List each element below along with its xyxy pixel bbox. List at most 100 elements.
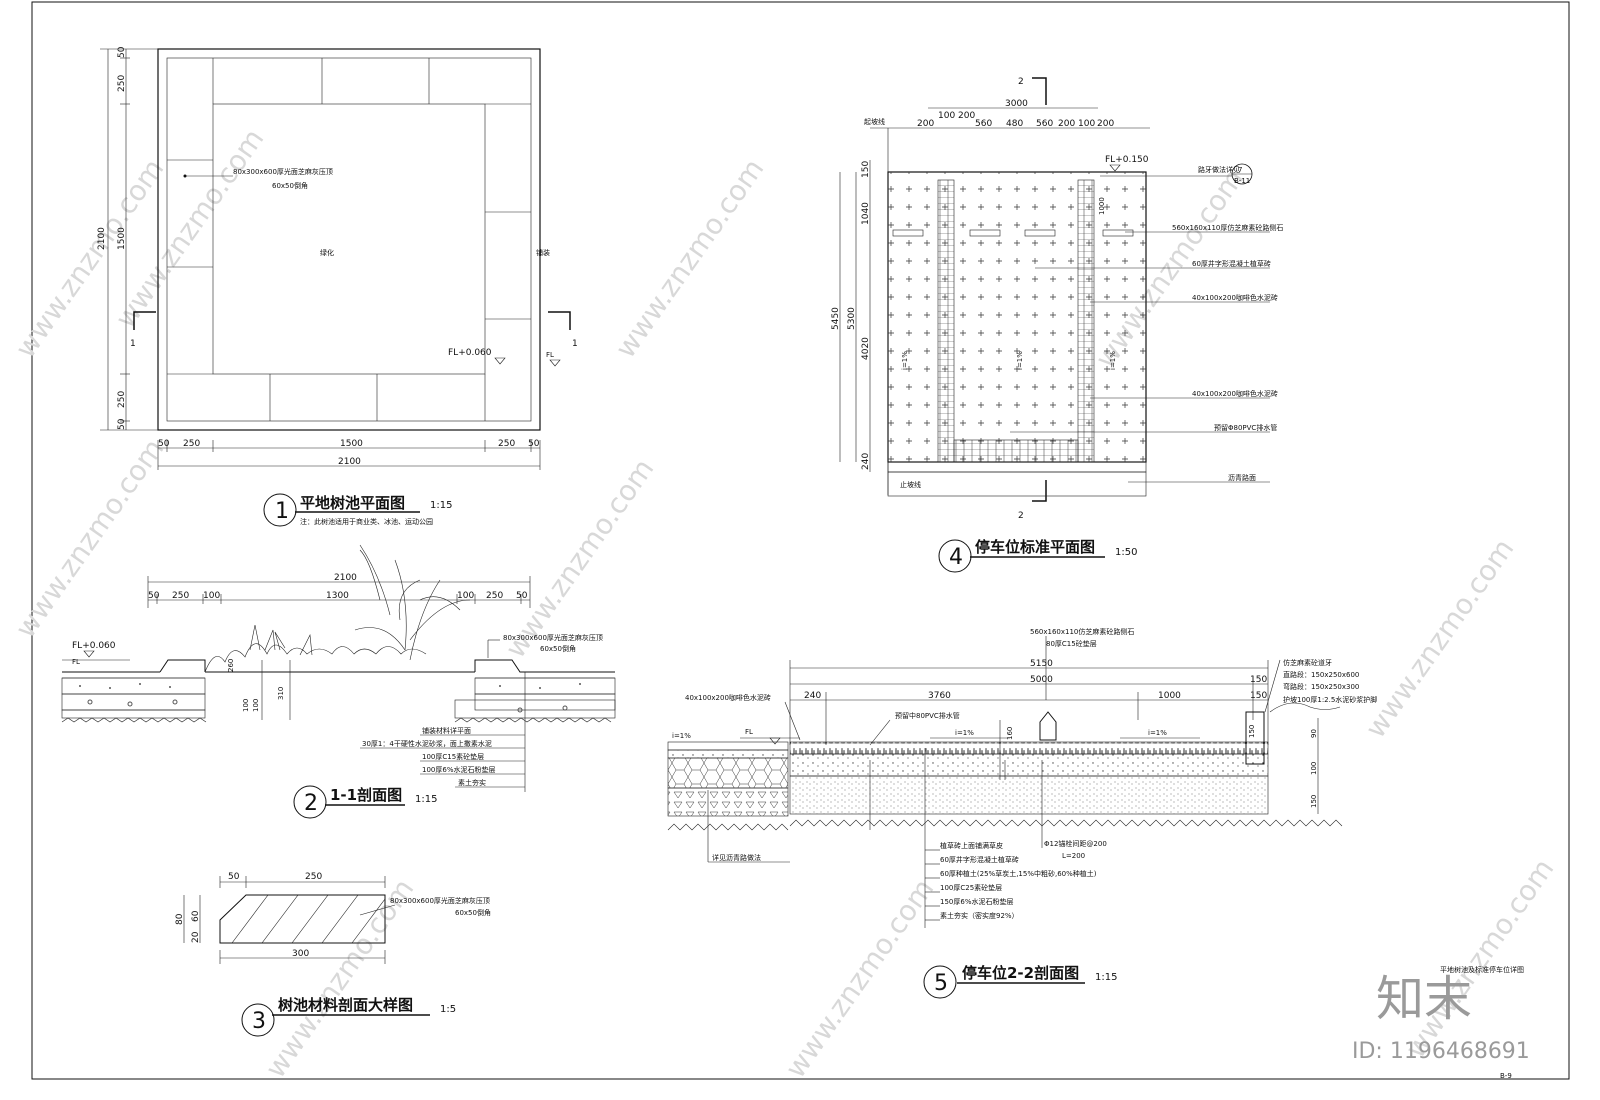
svg-text:200: 200 [1058, 119, 1075, 129]
svg-text:60厚井字形混凝土植草砖: 60厚井字形混凝土植草砖 [940, 855, 1019, 864]
svg-text:100: 100 [457, 591, 474, 601]
d1-callout-a: 80x300x600厚光面芝麻灰压顶 [233, 167, 333, 176]
svg-text:素土夯实（密实度92%）: 素土夯实（密实度92%） [940, 911, 1019, 920]
svg-text:www.znzmo.com: www.znzmo.com [609, 153, 771, 364]
svg-text:100: 100 [252, 699, 260, 712]
svg-text:预留Φ80PVC排水管: 预留Φ80PVC排水管 [1214, 423, 1277, 432]
svg-text:1300: 1300 [326, 591, 349, 601]
d1-side-label: 铺装 [536, 248, 550, 257]
svg-text:310: 310 [277, 687, 285, 700]
svg-text:150: 150 [1248, 725, 1256, 738]
d5-number: 5 [934, 971, 948, 996]
d1-level: FL+0.060 [448, 348, 492, 358]
svg-text:200: 200 [917, 119, 934, 129]
svg-text:1040: 1040 [861, 202, 871, 225]
drawing-5-section-2-2: 560x160x110仿芝麻素砼路侧石 80厚C15砼垫层 5150 5000 … [667, 627, 1377, 999]
svg-text:1500: 1500 [117, 227, 127, 250]
svg-text:100: 100 [203, 591, 220, 601]
svg-text:250: 250 [498, 439, 515, 449]
d2-scale: 1:15 [415, 794, 437, 805]
svg-text:1500: 1500 [340, 439, 363, 449]
d1-callout-b: 60x50倒角 [272, 181, 308, 190]
svg-text:i=1%: i=1% [901, 351, 909, 370]
svg-text:160: 160 [1006, 727, 1014, 740]
svg-text:i=1%: i=1% [1109, 351, 1117, 370]
svg-text:90: 90 [1310, 729, 1318, 738]
d1-scale: 1:15 [430, 500, 452, 511]
svg-text:100厚C25素砼垫层: 100厚C25素砼垫层 [940, 883, 1002, 892]
svg-text:i=1%: i=1% [672, 732, 691, 740]
svg-text:60厚井字形混凝土植草砖: 60厚井字形混凝土植草砖 [1192, 259, 1271, 268]
svg-text:护坡100厚1:2.5水泥砂浆护脚: 护坡100厚1:2.5水泥砂浆护脚 [1283, 695, 1377, 704]
svg-text:i=1%: i=1% [1016, 351, 1024, 370]
svg-text:20: 20 [191, 931, 201, 943]
svg-text:5450: 5450 [831, 307, 841, 330]
svg-text:www.znzmo.com: www.znzmo.com [779, 873, 941, 1084]
svg-text:3760: 3760 [928, 691, 951, 701]
d3-number: 3 [252, 1009, 266, 1034]
svg-text:1000: 1000 [1158, 691, 1181, 701]
svg-text:150: 150 [861, 161, 871, 178]
svg-text:1000: 1000 [1098, 197, 1106, 215]
svg-text:沥青路面: 沥青路面 [1228, 473, 1256, 482]
d4-level: FL+0.150 [1105, 155, 1149, 165]
svg-text:100厚C15素砼垫层: 100厚C15素砼垫层 [422, 752, 484, 761]
svg-text:80x300x600厚光面芝麻灰压顶: 80x300x600厚光面芝麻灰压顶 [503, 633, 603, 642]
sheet-border [31, 1, 1570, 1080]
svg-text:80: 80 [175, 913, 185, 925]
svg-text:560x160x110厚仿芝麻素砼路侧石: 560x160x110厚仿芝麻素砼路侧石 [1172, 223, 1283, 232]
svg-text:4020: 4020 [861, 337, 871, 360]
svg-text:5000: 5000 [1030, 675, 1053, 685]
svg-text:7: 7 [1238, 166, 1242, 174]
svg-text:50: 50 [228, 872, 240, 882]
d4-start-label: 起坡线 [864, 117, 885, 126]
svg-text:150: 150 [1250, 691, 1267, 701]
svg-text:240: 240 [804, 691, 821, 701]
d2-level: FL+0.060 [72, 641, 116, 651]
svg-text:50: 50 [148, 591, 160, 601]
svg-text:40x100x200咖啡色水泥砖: 40x100x200咖啡色水泥砖 [1192, 389, 1278, 398]
svg-text:Φ12锚栓间距@200: Φ12锚栓间距@200 [1044, 839, 1107, 848]
d2-number: 2 [304, 791, 318, 816]
svg-text:560x160x110仿芝麻素砼路侧石: 560x160x110仿芝麻素砼路侧石 [1030, 627, 1134, 636]
d2-title: 1-1剖面图 [330, 786, 402, 804]
svg-text:100: 100 [242, 699, 250, 712]
svg-text:www.znzmo.com: www.znzmo.com [1359, 533, 1521, 744]
svg-text:FL: FL [546, 351, 554, 359]
svg-text:60厚种植土(25%草炭土,15%中粗砂,60%种植土): 60厚种植土(25%草炭土,15%中粗砂,60%种植土) [940, 869, 1097, 878]
sheet-number: B-9 [1500, 1072, 1512, 1080]
svg-text:480: 480 [1006, 119, 1023, 129]
svg-text:素土夯实: 素土夯实 [458, 778, 486, 787]
svg-text:铺装材料详平面: 铺装材料详平面 [422, 726, 471, 735]
svg-text:www.znzmo.com: www.znzmo.com [1399, 853, 1561, 1064]
svg-text:80x300x600厚光面芝麻灰压顶: 80x300x600厚光面芝麻灰压顶 [390, 896, 490, 905]
svg-text:L=200: L=200 [1062, 852, 1085, 860]
svg-text:260: 260 [227, 659, 235, 672]
svg-text:250: 250 [183, 439, 200, 449]
svg-text:弯路段：150x250x300: 弯路段：150x250x300 [1283, 682, 1359, 691]
svg-text:40x100x200咖啡色水泥砖: 40x100x200咖啡色水泥砖 [1192, 293, 1278, 302]
drawing-1-tree-pit-plan: 80x300x600厚光面芝麻灰压顶 60x50倒角 绿化 铺装 FL+0.06… [97, 46, 578, 527]
svg-text:50: 50 [117, 46, 127, 58]
d2-dim-total: 2100 [334, 573, 357, 583]
sheet-subtitle: 平地树池及标准停车位详图 [1440, 965, 1524, 974]
svg-text:www.znzmo.com: www.znzmo.com [9, 433, 171, 644]
svg-text:250: 250 [117, 75, 127, 92]
drawing-4-parking-plan: 2 2 3000 200 100 200 560 480 560 200 100… [831, 77, 1283, 573]
svg-text:5300: 5300 [847, 307, 857, 330]
svg-text:100: 100 [938, 111, 955, 121]
svg-text:250: 250 [486, 591, 503, 601]
svg-text:FL: FL [745, 728, 753, 736]
svg-text:560: 560 [975, 119, 992, 129]
drawing-3-material-detail: 50 250 80x300x600厚光面芝麻灰压顶 60x50倒角 300 80… [175, 872, 491, 1037]
svg-text:100: 100 [1310, 762, 1318, 775]
d4-scale: 1:50 [1115, 547, 1137, 558]
d1-dim-total: 2100 [338, 457, 361, 467]
d1-center-label: 绿化 [320, 248, 334, 257]
svg-text:2: 2 [1018, 77, 1024, 87]
svg-text:40x100x200咖啡色水泥砖: 40x100x200咖啡色水泥砖 [685, 693, 771, 702]
svg-text:i=1%: i=1% [1148, 729, 1167, 737]
svg-text:30厚1：4干硬性水泥砂浆，面上撒素水泥: 30厚1：4干硬性水泥砂浆，面上撒素水泥 [362, 739, 492, 748]
d1-note: 注：此树池适用于商业类、冰池、运动公园 [300, 517, 433, 526]
svg-text:仿芝麻素砼道牙: 仿芝麻素砼道牙 [1283, 658, 1332, 667]
